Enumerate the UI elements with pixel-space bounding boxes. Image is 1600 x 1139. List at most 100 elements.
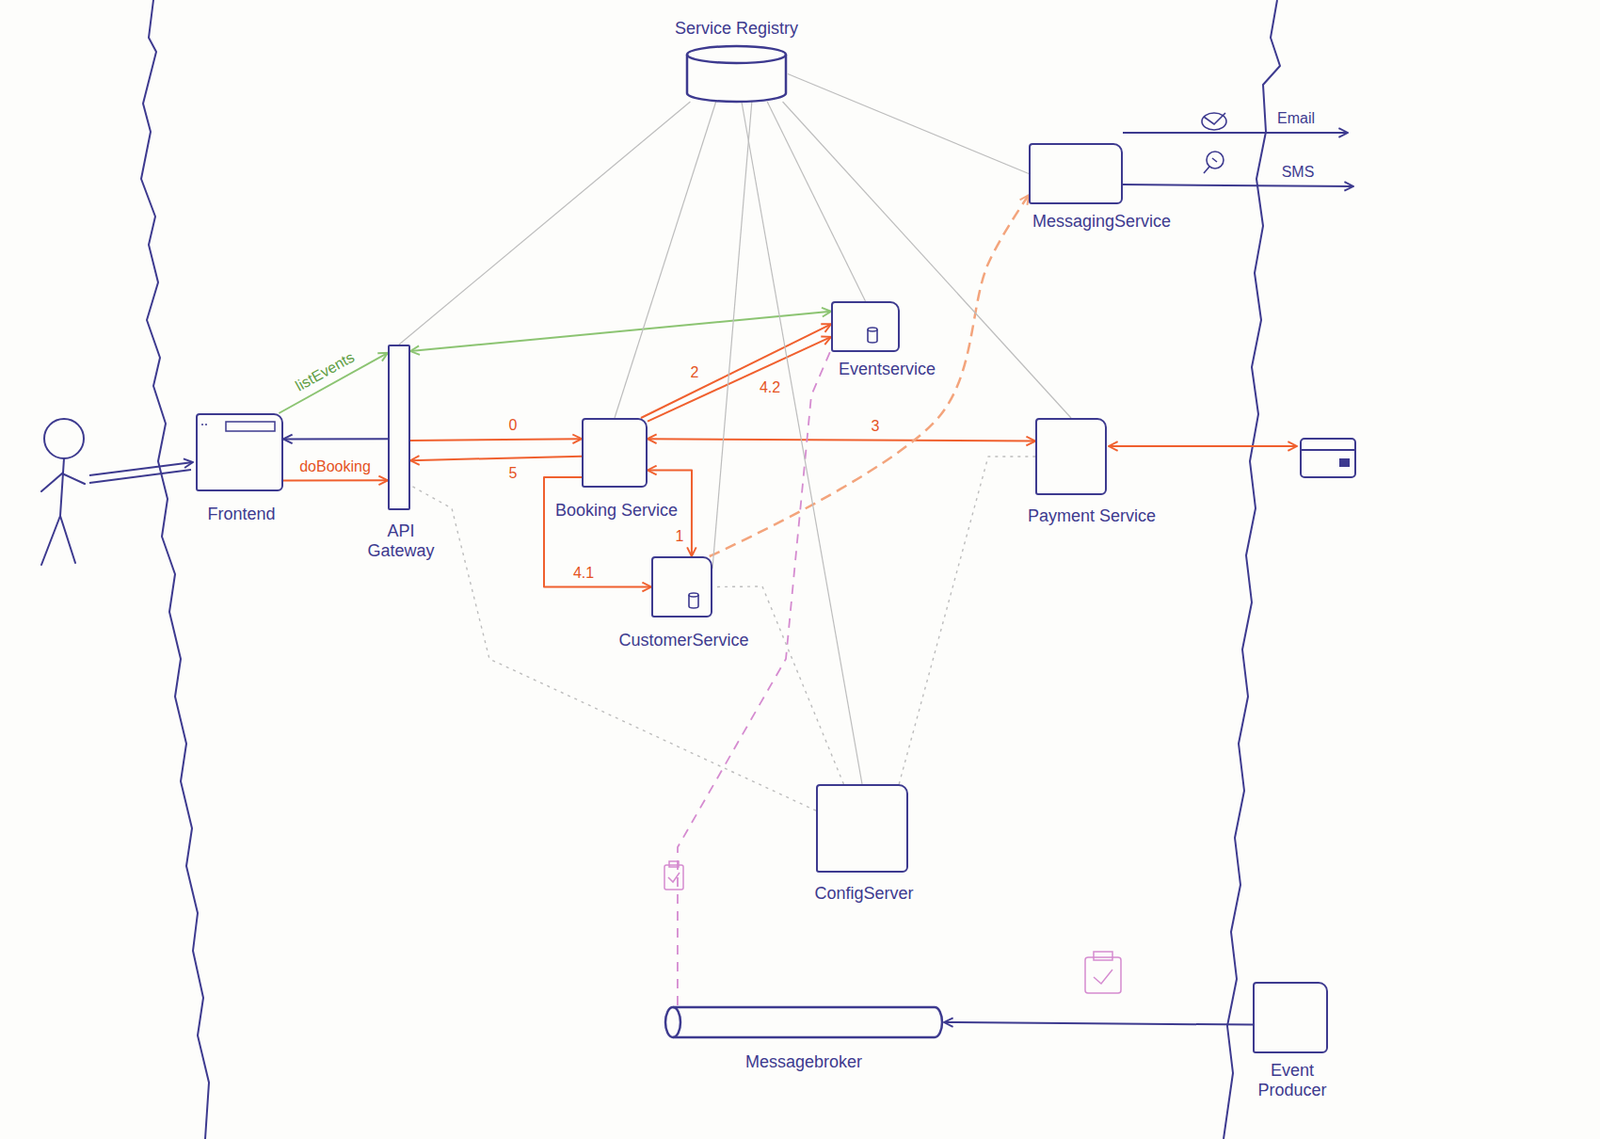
connector (647, 438, 1036, 441)
envelope-flap (1203, 112, 1226, 125)
label-group: Booking Service (553, 500, 680, 521)
connector (614, 101, 717, 418)
node-label: Messagebroker (743, 1052, 864, 1072)
label-group: Frontend (205, 504, 277, 525)
connector (741, 101, 863, 784)
database-top (867, 327, 878, 332)
step-number: 4.2 (757, 379, 783, 397)
connector (544, 477, 652, 588)
person-figure (41, 418, 85, 565)
payment-arrow (1108, 445, 1297, 448)
service-box: MessagingService (1028, 143, 1123, 205)
screen-bar (225, 421, 275, 432)
label-group: MessagingService (1030, 211, 1173, 232)
label-group: Event Producer (1245, 1060, 1340, 1100)
chat-icon (1203, 151, 1224, 174)
user-arrow (89, 462, 193, 476)
connector-group (278, 74, 1253, 1025)
cylinder-outline (685, 46, 788, 102)
frontend-box: Frontend (195, 413, 284, 492)
step-number: 0 (507, 416, 520, 434)
label-group: API Gateway (358, 521, 444, 560)
sms-arrow (1122, 184, 1354, 187)
cylinder-end (665, 1007, 681, 1038)
connector (647, 336, 832, 422)
screen-icon (201, 421, 275, 432)
connector (944, 1022, 1253, 1025)
cylinder-top (687, 46, 786, 64)
step-number: 1 (673, 528, 687, 545)
boundary-line (141, 0, 209, 1139)
label-group: CustomerService (616, 630, 751, 651)
broker-cylinder: Messagebroker (663, 1005, 944, 1040)
credit-card (1300, 438, 1356, 478)
node-label: ConfigServer (812, 883, 915, 904)
clipboard-outline (1085, 957, 1121, 993)
connector (712, 101, 752, 569)
node-label: Service Registry (672, 18, 800, 39)
envelope-outline (1201, 112, 1227, 130)
gateway-bar: API Gateway (387, 344, 411, 511)
message-icon (664, 861, 684, 890)
card-stripe (1300, 448, 1356, 451)
envelope-icon (1201, 112, 1227, 130)
node-label: Frontend (205, 504, 277, 525)
node-label: MessagingService (1030, 211, 1173, 232)
email-arrow (1122, 131, 1348, 134)
label-group: Payment Service (1025, 506, 1158, 527)
registry-cylinder: Service Registry (685, 46, 788, 102)
user-arrow (89, 469, 192, 483)
clipboard-clip (1093, 951, 1113, 960)
connector (283, 437, 388, 440)
database-icon (867, 327, 878, 343)
producer-box: Event Producer (1252, 981, 1328, 1054)
channel-label: Email (1275, 110, 1317, 128)
node-label: Payment Service (1025, 506, 1158, 527)
label-group: Messagebroker (743, 1052, 864, 1072)
person-head (44, 418, 84, 459)
cylinder-body (672, 1007, 943, 1038)
database-body (688, 594, 699, 608)
connector (399, 101, 690, 345)
connector (677, 349, 832, 1006)
node-label: Eventservice (836, 359, 938, 380)
step-number: doBooking (297, 458, 373, 476)
card-chip (1340, 459, 1349, 466)
service-box: Eventservice (831, 301, 900, 352)
connector (410, 438, 582, 441)
connector (283, 479, 388, 481)
node-label: CustomerService (616, 630, 751, 651)
connector (640, 323, 832, 418)
label-group: Service Registry (672, 18, 800, 39)
step-number: 3 (869, 417, 882, 435)
clipboard-check (1093, 969, 1113, 984)
cylinder-body (687, 54, 786, 102)
node-label: Event Producer (1245, 1060, 1340, 1100)
connector (787, 74, 1029, 175)
chat-tail (1203, 158, 1217, 174)
card-outline (1300, 438, 1356, 478)
server-box: ConfigServer (816, 784, 909, 873)
connector (410, 485, 816, 812)
database-top (688, 592, 699, 597)
message-icon (1085, 951, 1121, 993)
channel-label: SMS (1280, 163, 1317, 181)
connector (709, 194, 1029, 557)
service-box: Payment Service (1035, 417, 1107, 496)
database-body (867, 329, 878, 343)
cylinder-outline (663, 1005, 944, 1040)
flow-label: listEvents (290, 348, 359, 397)
service-box: Booking Service (581, 417, 648, 488)
step-number: 2 (688, 364, 702, 382)
connector (410, 311, 832, 352)
connector (410, 456, 582, 462)
screen-dots (201, 423, 209, 426)
boundary-line (1223, 0, 1280, 1139)
database-icon (688, 592, 699, 608)
service-box: CustomerService (651, 556, 713, 618)
connector (898, 456, 1036, 784)
